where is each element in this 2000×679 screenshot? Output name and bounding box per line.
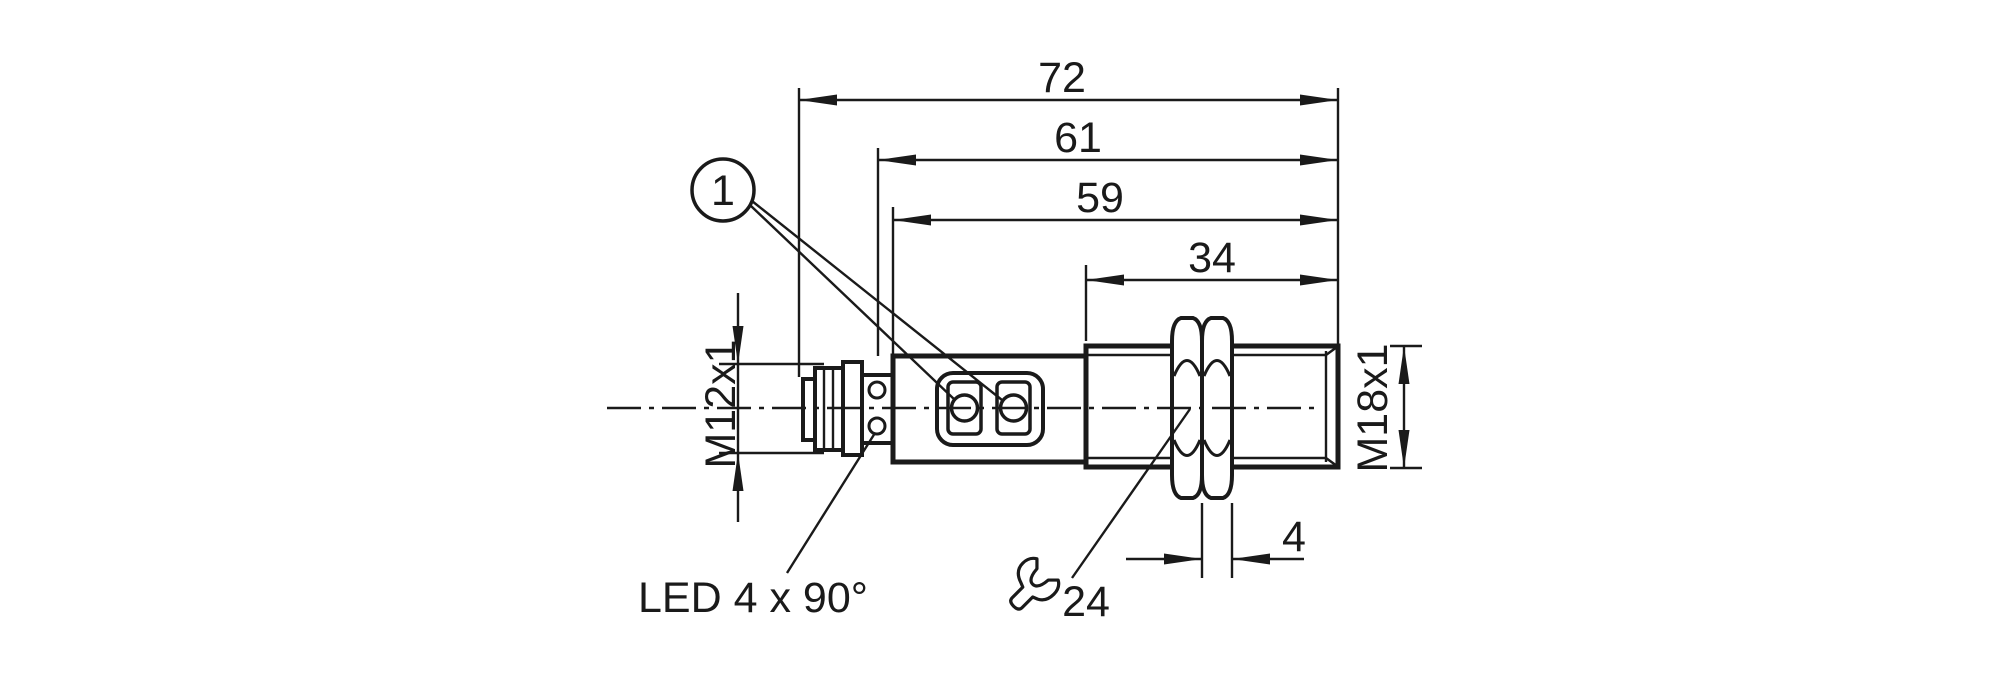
callout-1-circle (690, 157, 756, 223)
dimension-m18: M18x1 (1349, 343, 1422, 473)
wrench-icon (1009, 556, 1061, 611)
dimension-34: 34 (1086, 234, 1338, 286)
dim-59-label: 59 (1076, 174, 1124, 222)
wrench-leader-line (1071, 408, 1191, 579)
face-chamfer-top (1325, 346, 1338, 356)
wrench-note: 24 (1009, 408, 1191, 626)
dimension-61: 61 (878, 114, 1338, 166)
hex-nut-left-chamfer-bottom (1172, 439, 1202, 457)
dim-m18-label: M18x1 (1349, 343, 1397, 472)
dim-34-arrow-left (1086, 274, 1124, 286)
hex-nut-right-chamfer-bottom (1202, 439, 1232, 457)
face-chamfer-bottom (1325, 457, 1338, 467)
hex-nut-right-chamfer-top (1202, 359, 1232, 377)
dim-m18-arrow-top (1398, 346, 1410, 384)
dimension-59: 59 (893, 174, 1338, 226)
dim-m12-arrow-top (732, 326, 744, 364)
dim-61-arrow-left (878, 154, 916, 166)
led-dot-top (867, 380, 887, 400)
dim-m12-arrow-bottom (732, 453, 744, 491)
dimension-72: 72 (799, 54, 1338, 106)
callout-1: 1 (690, 157, 1003, 401)
wrench-size-label: 24 (1062, 578, 1110, 626)
callout-1-leader-far (751, 200, 1003, 401)
callout-1-label: 1 (711, 167, 735, 215)
dim-61-label: 61 (1054, 114, 1102, 162)
dim-4-arrow-left (1164, 553, 1202, 565)
dim-59-arrow-right (1300, 214, 1338, 226)
dim-34-label: 34 (1188, 234, 1236, 282)
led-note: LED 4 x 90° (638, 432, 877, 622)
dimension-4: 4 (1126, 503, 1306, 578)
dim-72-arrow-left (799, 94, 837, 106)
dim-34-arrow-right (1300, 274, 1338, 286)
dim-72-arrow-right (1300, 94, 1338, 106)
dim-m12-label: M12x1 (697, 339, 745, 468)
dim-59-arrow-left (893, 214, 931, 226)
extension-lines (797, 88, 1340, 377)
dim-72-label: 72 (1038, 54, 1086, 102)
dim-m18-arrow-bottom (1398, 430, 1410, 468)
hex-nut-left-chamfer-top (1172, 359, 1202, 377)
led-leader-line (785, 432, 877, 574)
dim-4-label: 4 (1282, 513, 1306, 561)
dim-61-arrow-right (1300, 154, 1338, 166)
dim-4-arrow-right (1232, 553, 1270, 565)
led-note-label: LED 4 x 90° (638, 574, 868, 622)
callout-1-leader-near (750, 205, 956, 401)
led-dot-bottom (867, 416, 887, 436)
dimension-m12: M12x1 (697, 293, 824, 522)
